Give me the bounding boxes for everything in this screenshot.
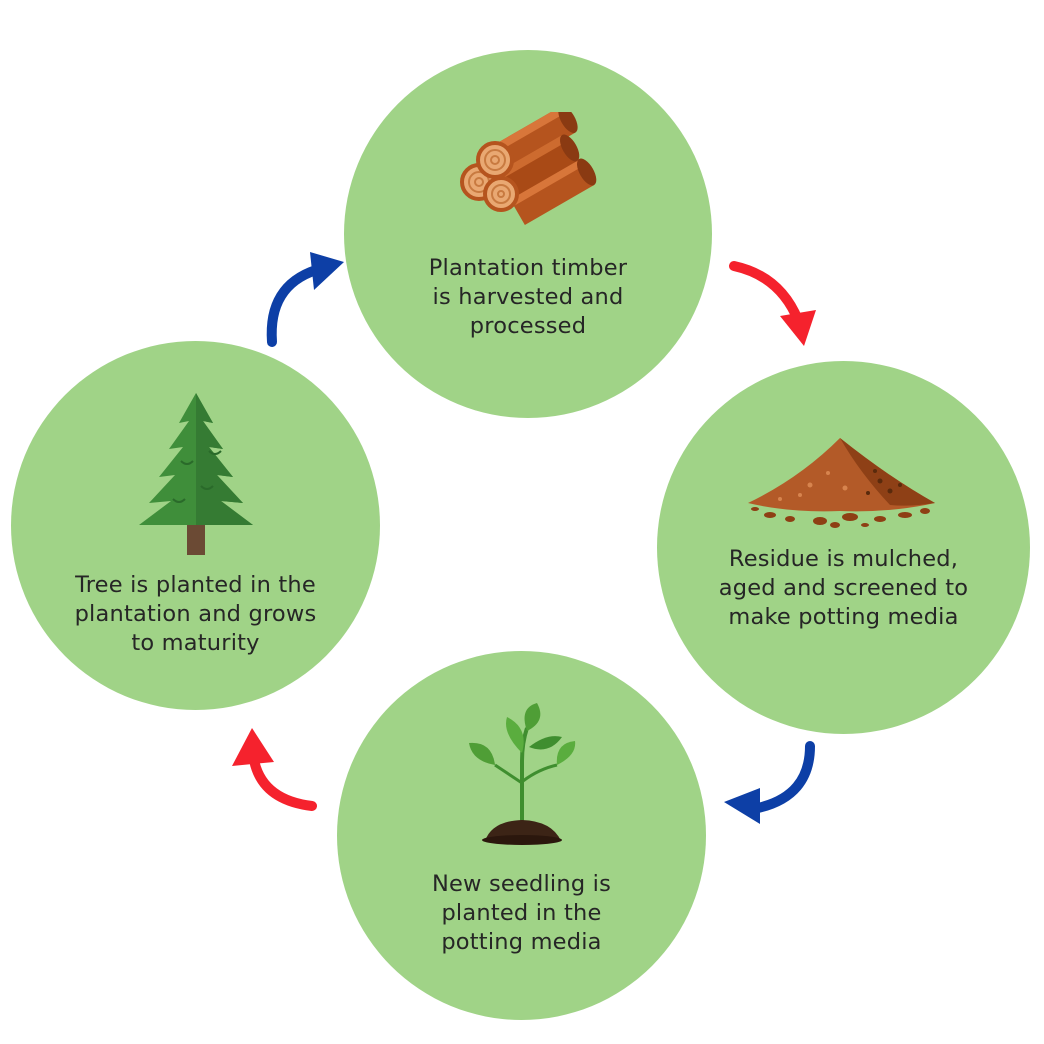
step-mulch-label: Residue is mulched, aged and screened to… bbox=[657, 545, 1030, 632]
arrow-mulch-to-seedling bbox=[724, 741, 815, 824]
label-line: is harvested and bbox=[432, 284, 624, 310]
label-line: planted in the bbox=[441, 900, 602, 926]
arrow-harvest-to-mulch bbox=[729, 261, 816, 346]
pine-tree-icon bbox=[139, 393, 253, 555]
label-line: New seedling is bbox=[431, 871, 612, 897]
timber-logs-icon bbox=[460, 112, 597, 225]
step-grow-label: Tree is planted in the plantation and gr… bbox=[11, 571, 380, 658]
label-line: Residue is mulched, bbox=[728, 546, 959, 572]
soil-pile-icon bbox=[748, 438, 935, 528]
label-line: to maturity bbox=[131, 630, 260, 656]
label-line: plantation and grows bbox=[74, 601, 317, 627]
step-grow-node: Tree is planted in the plantation and gr… bbox=[11, 341, 380, 710]
label-line: Tree is planted in the bbox=[75, 572, 316, 598]
label-line: Plantation timber bbox=[428, 255, 628, 281]
step-mulch-node: Residue is mulched, aged and screened to… bbox=[657, 361, 1030, 734]
step-harvest-node: Plantation timber is harvested and proce… bbox=[344, 50, 712, 418]
label-line: aged and screened to bbox=[718, 575, 969, 601]
label-line: make potting media bbox=[728, 604, 959, 630]
step-seedling-label: New seedling is planted in the potting m… bbox=[337, 870, 706, 957]
seedling-icon bbox=[469, 703, 576, 845]
step-seedling-node: New seedling is planted in the potting m… bbox=[337, 651, 706, 1020]
arrow-seedling-to-grow bbox=[232, 728, 317, 811]
step-harvest-label: Plantation timber is harvested and proce… bbox=[344, 254, 712, 341]
label-line: potting media bbox=[441, 929, 602, 955]
label-line: processed bbox=[469, 313, 587, 339]
arrow-grow-to-harvest bbox=[266, 252, 344, 347]
